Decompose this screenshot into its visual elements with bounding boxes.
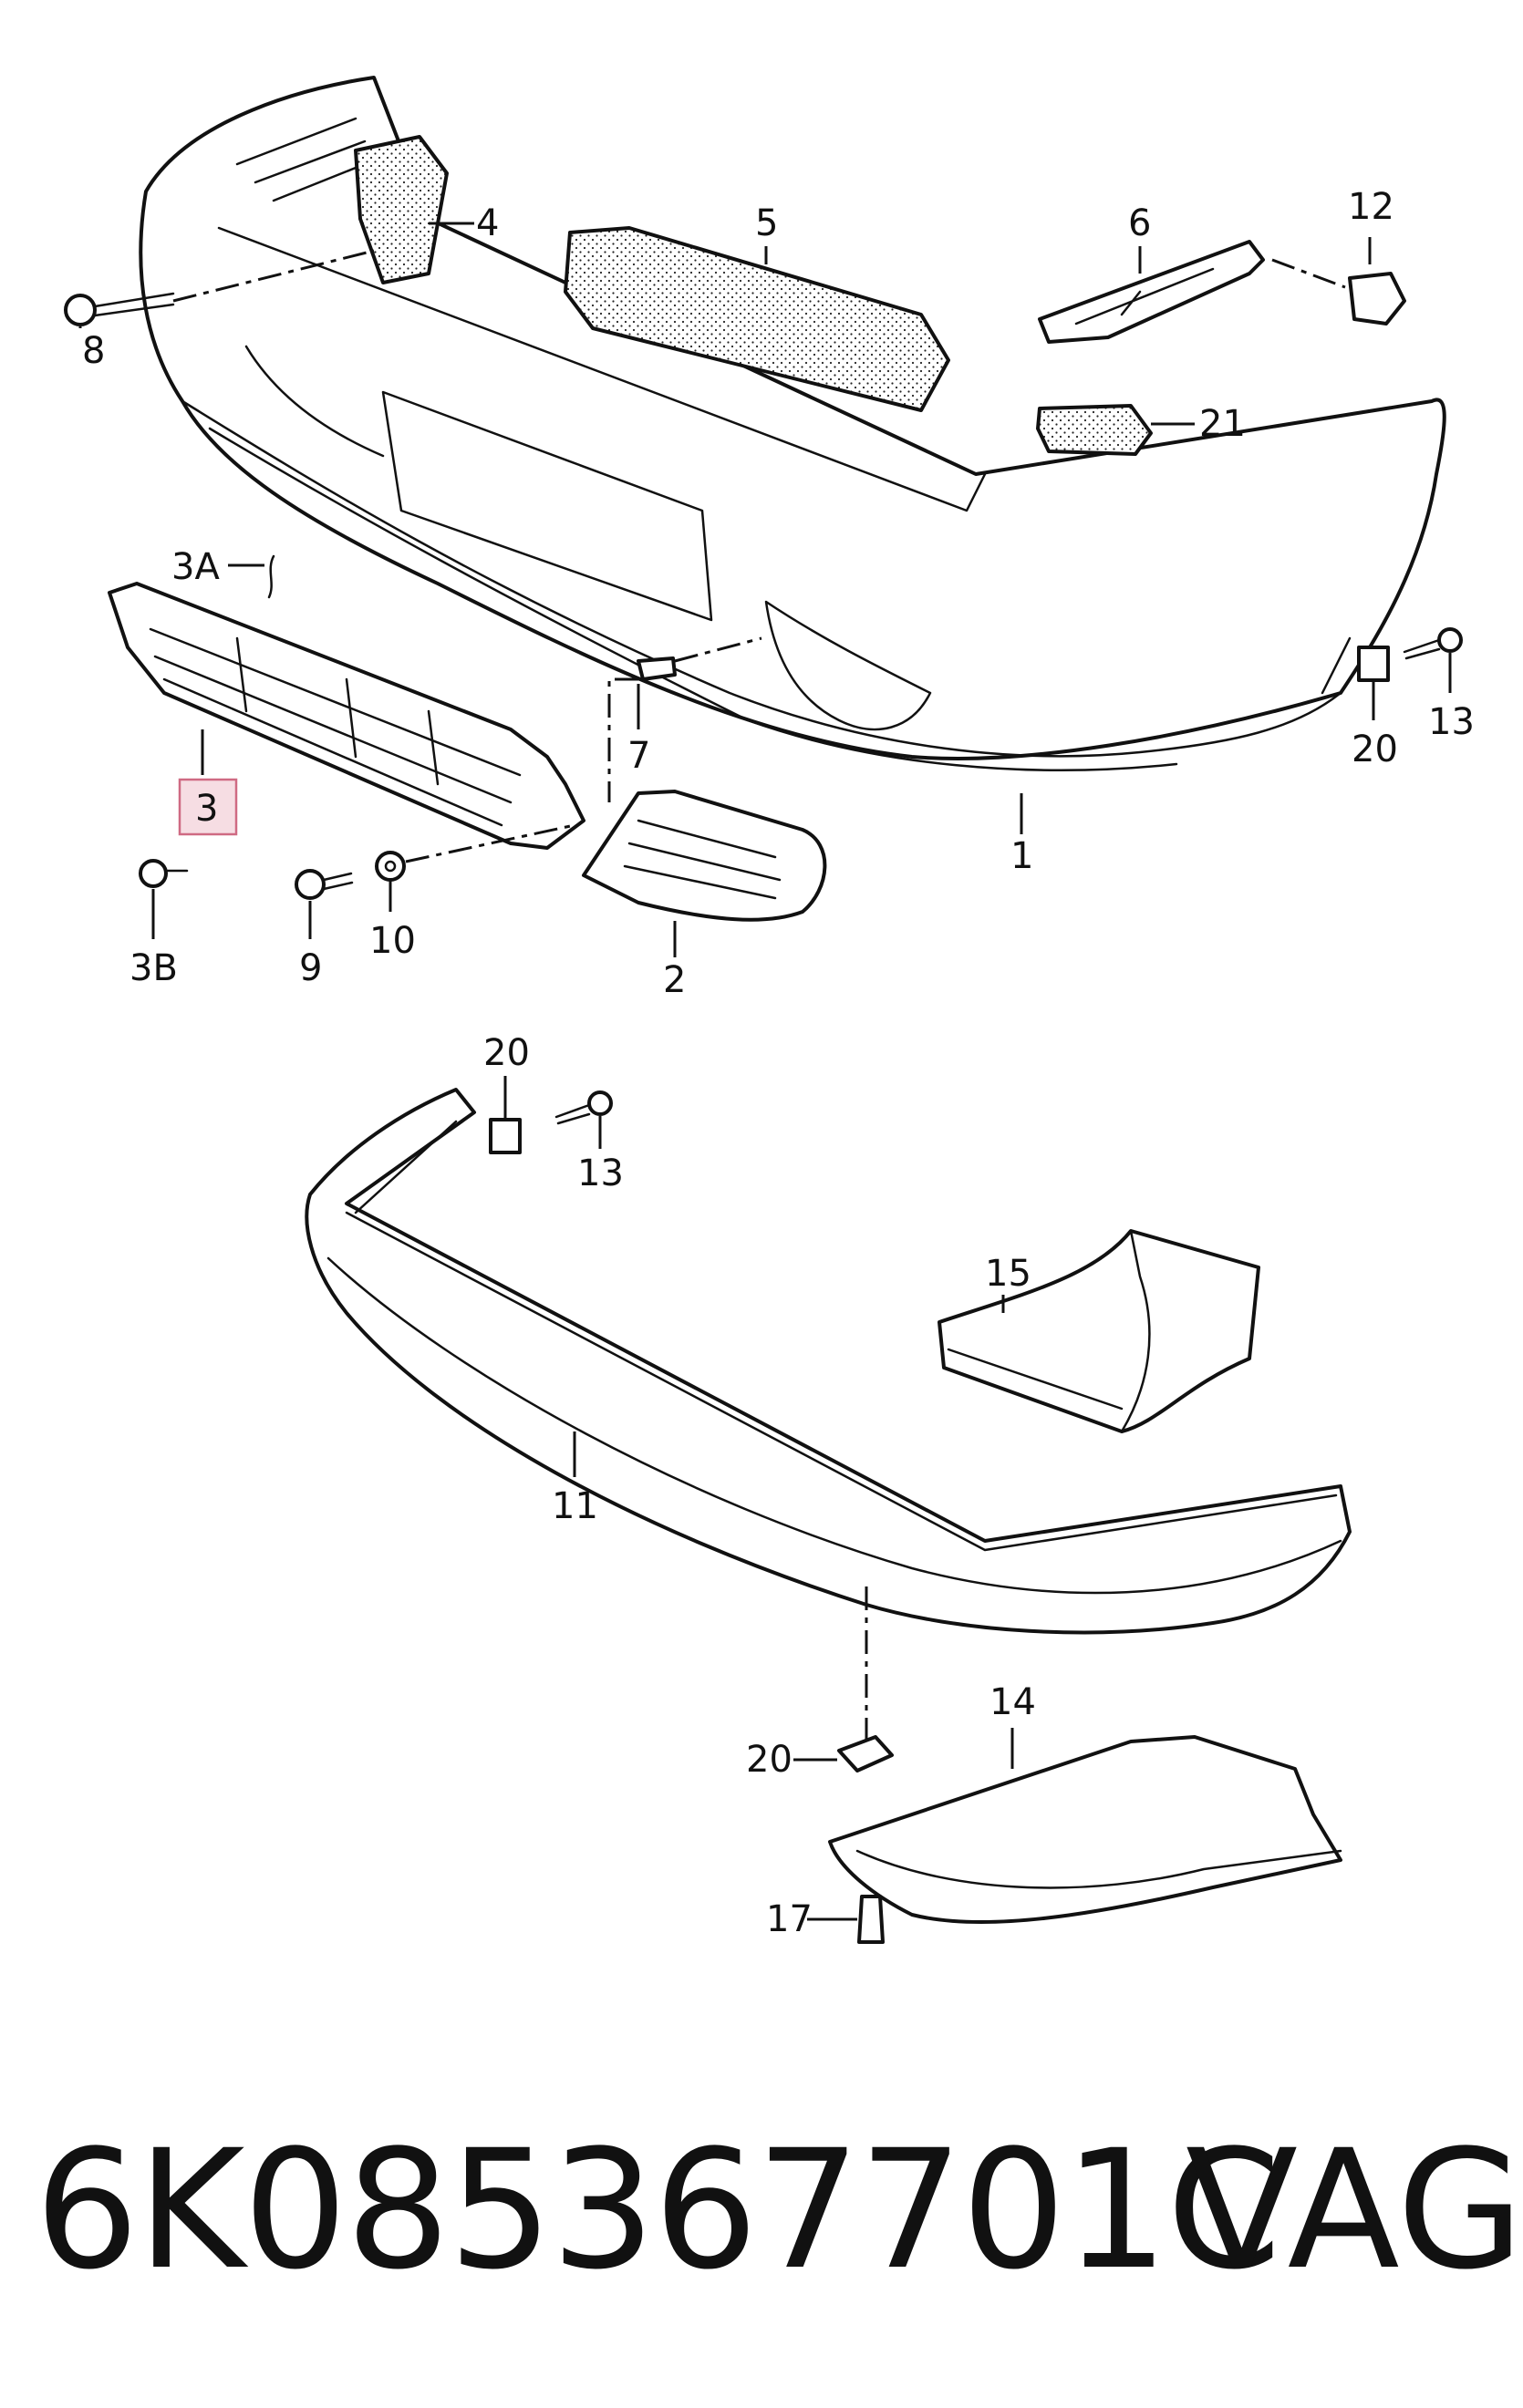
callout-21[interactable]: 21	[1199, 403, 1246, 445]
callout-12[interactable]: 12	[1348, 186, 1394, 228]
callout-3a[interactable]: 3A	[171, 546, 220, 588]
air-duct-15	[938, 1229, 1260, 1433]
callout-6[interactable]: 6	[1128, 202, 1151, 244]
callout-10[interactable]: 10	[369, 920, 416, 962]
impact-absorber-4	[354, 135, 449, 284]
callout-3-highlight	[178, 778, 238, 836]
callout-3[interactable]: 3	[195, 788, 218, 830]
callout-20a[interactable]: 20	[1352, 729, 1398, 770]
callout-3b[interactable]: 3B	[130, 947, 178, 989]
callout-11[interactable]: 11	[552, 1485, 598, 1527]
callout-13b[interactable]: 13	[577, 1152, 624, 1194]
impact-absorber-5	[564, 226, 950, 412]
front-bumper-cover	[139, 76, 1446, 771]
callout-15[interactable]: 15	[985, 1253, 1031, 1295]
hardware	[64, 272, 1463, 1944]
rear-bumper-cover	[305, 1088, 1352, 1635]
callout-5[interactable]: 5	[755, 202, 778, 244]
callout-13a[interactable]: 13	[1428, 701, 1475, 743]
callout-7[interactable]: 7	[627, 735, 650, 777]
assembly-lines	[172, 249, 1346, 1741]
side-grille-insert-2	[582, 790, 827, 922]
guide-bracket-6	[1038, 240, 1265, 344]
callout-4[interactable]: 4	[476, 202, 499, 244]
callout-9[interactable]: 9	[299, 947, 322, 989]
callout-20c[interactable]: 20	[746, 1739, 793, 1781]
lower-grille-3	[108, 582, 585, 850]
leader-lines	[78, 222, 1452, 1921]
callout-20b[interactable]: 20	[483, 1032, 530, 1074]
callout-17[interactable]: 17	[766, 1898, 813, 1940]
part-number: 6K085367701C	[35, 2115, 1281, 2306]
callout-2[interactable]: 2	[663, 959, 686, 1001]
foam-pad-21	[1036, 404, 1153, 456]
callout-14[interactable]: 14	[989, 1681, 1036, 1723]
brand-name: VAG	[1186, 2115, 1523, 2306]
callout-1[interactable]: 1	[1010, 835, 1033, 877]
callout-8[interactable]: 8	[82, 330, 105, 372]
under-panel-14	[828, 1735, 1342, 1925]
